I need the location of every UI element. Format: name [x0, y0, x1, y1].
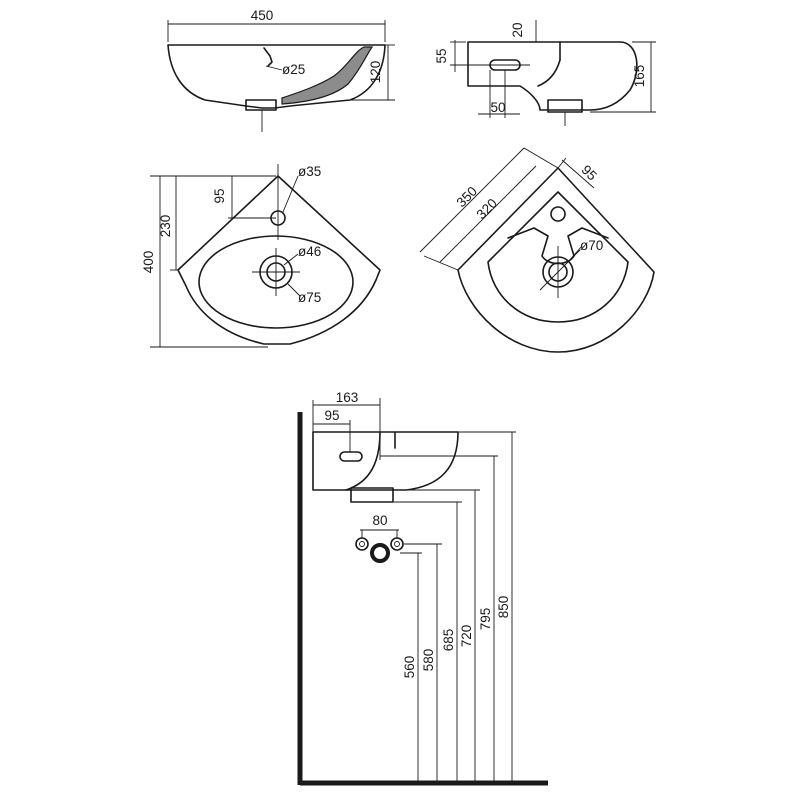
top-depth-label: 400	[141, 251, 156, 274]
top-tap-leader	[282, 175, 299, 213]
side-offset-label: 50	[490, 100, 505, 115]
install-overflow-label: 95	[324, 408, 339, 423]
side-view: 20 55 50 165	[434, 20, 656, 126]
install-overflow-slot	[339, 451, 363, 462]
corner-outer-label: 350	[454, 184, 481, 211]
corner-outer-dim-line	[419, 147, 525, 253]
corner-drain-label: ø70	[580, 238, 603, 253]
corner-basin-outline	[457, 167, 655, 353]
supply-left-inner	[359, 541, 365, 547]
corner-tap-hole	[550, 206, 566, 222]
top-tap-depth-label: 230	[158, 215, 173, 238]
top-tap-offset-label: 95	[212, 188, 227, 203]
height-label-850: 850	[496, 596, 511, 619]
corner-view: ø70 350 320 95	[419, 147, 655, 353]
top-drain-leader	[283, 253, 299, 266]
corner-drain-diag	[539, 249, 581, 291]
top-tap-label: ø35	[298, 164, 321, 179]
install-drain-neck	[350, 487, 394, 503]
corner-outer-ext-a	[423, 255, 459, 271]
waste-outlet	[370, 543, 390, 563]
top-drain-outer-leader	[287, 283, 301, 297]
corner-drain-leader	[567, 245, 583, 263]
side-height-label: 165	[632, 65, 647, 88]
corner-bowl	[487, 191, 629, 323]
front-tap-leader	[265, 65, 283, 71]
side-top-label: 20	[510, 22, 525, 37]
side-basin-outline	[467, 41, 638, 111]
supply-right-outer	[390, 537, 404, 551]
top-basin-outline	[177, 175, 381, 345]
corner-tap-dim-line	[561, 159, 595, 189]
height-label-685: 685	[441, 629, 456, 652]
supply-left-outer	[355, 537, 369, 551]
front-section-hatch	[281, 46, 374, 105]
top-view: ø35 ø46 ø75 400 230 95	[141, 164, 381, 348]
corner-inner-dim-line	[439, 165, 537, 263]
corner-inner-label: 320	[474, 196, 501, 223]
front-basin-outline	[167, 44, 386, 109]
front-height-label: 120	[368, 61, 383, 84]
corner-outer-ext-b	[523, 147, 559, 169]
installation-view: 163 95 80 560 580 685 720 795 850	[297, 390, 548, 786]
top-bowl	[198, 235, 354, 329]
install-basin-outline	[312, 431, 459, 491]
install-projection-label: 163	[336, 390, 359, 405]
trap-spacing-label: 80	[372, 513, 387, 528]
height-label-560: 560	[402, 656, 417, 679]
height-label-795: 795	[478, 608, 493, 631]
front-tap-hole	[263, 47, 273, 67]
top-drain-outer-label: ø75	[298, 290, 321, 305]
front-drain-neck	[245, 99, 277, 111]
side-overflow-label: 55	[434, 48, 449, 63]
front-view: ø25 450 120	[167, 8, 395, 132]
height-label-720: 720	[459, 625, 474, 648]
supply-right-inner	[394, 541, 400, 547]
corner-tap-ext	[557, 157, 567, 169]
top-drain-label: ø46	[298, 244, 321, 259]
front-tap-hole-label: ø25	[282, 62, 305, 77]
side-bowl-edge	[537, 59, 561, 87]
corner-tap-label: 95	[579, 162, 600, 183]
front-width-label: 450	[251, 8, 274, 23]
height-label-580: 580	[421, 649, 436, 672]
